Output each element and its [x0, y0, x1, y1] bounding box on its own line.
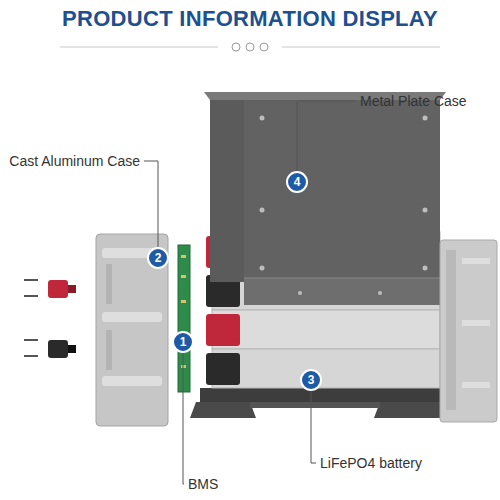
- callout-number: 2: [147, 247, 169, 269]
- callout-number: 4: [286, 171, 308, 193]
- callout-number: 1: [172, 331, 194, 353]
- callout-number-text: 3: [308, 374, 315, 386]
- part-name: Cast Aluminum Case: [9, 152, 140, 170]
- callout-number-text: 4: [294, 176, 301, 188]
- part-name: Metal Plate Case: [360, 92, 467, 110]
- callout-number-text: 2: [155, 252, 162, 264]
- part-name: BMS: [188, 475, 218, 493]
- callout-number-text: 1: [180, 336, 187, 348]
- part-name: LiFePO4 battery: [320, 454, 422, 472]
- page-title: PRODUCT INFORMATION DISPLAY: [0, 6, 500, 32]
- callout-number: 3: [300, 369, 322, 391]
